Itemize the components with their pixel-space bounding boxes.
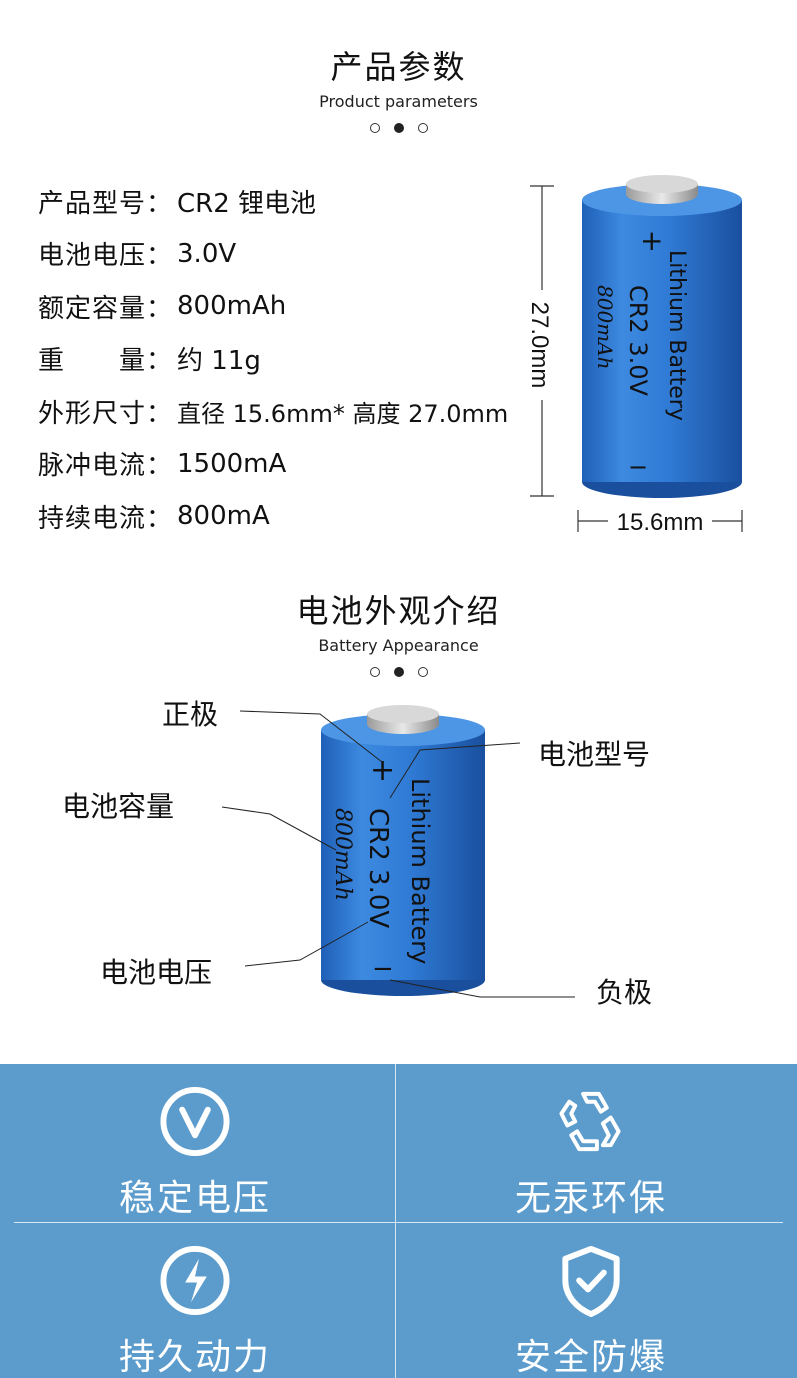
params-title: 产品参数 — [330, 48, 467, 86]
battery-minus-text: − — [628, 453, 648, 481]
battery-brand-text: Lithium Battery — [664, 250, 689, 421]
params-subtitle: Product parameters — [319, 92, 478, 111]
spec-value: 800mA — [177, 501, 270, 532]
spec-row-voltage: 电池电压： 3.0V — [38, 228, 528, 281]
dot — [417, 123, 428, 133]
dot-active — [393, 667, 404, 677]
spec-list: 产品型号： CR2 锂电池 电池电压： 3.0V 额定容量： 800mAh 重 … — [38, 175, 528, 543]
dot-active — [393, 123, 404, 133]
section-dots — [0, 123, 797, 133]
height-dimension: 27.0mm — [526, 302, 553, 389]
battery-dimension-figure: 27.0mm + Lithium Battery CR2 3.0V 800mAh… — [526, 175, 743, 536]
leader-voltage — [244, 921, 369, 967]
battery-plus-text: + — [640, 224, 663, 257]
appearance-subtitle: Battery Appearance — [318, 636, 479, 655]
spec-value: 3.0V — [177, 238, 237, 269]
leader-negative — [389, 979, 575, 998]
battery-model-text: CR2 3.0V — [363, 808, 393, 928]
spec-value: 直径 15.6mm* 高度 27.0mm — [177, 399, 509, 428]
leader-positive — [239, 710, 383, 763]
recycle-icon — [559, 1091, 621, 1152]
callout-negative: 负极 — [596, 976, 653, 1009]
spec-label: 重 量： — [38, 346, 174, 377]
feature-stable-voltage: 稳定电压 — [0, 1064, 390, 1221]
spec-label: 额定容量： — [38, 293, 174, 324]
spec-value: 约 11g — [177, 346, 261, 377]
spec-label: 外形尺寸： — [38, 398, 174, 429]
feature-mercury-free: 无汞环保 — [396, 1064, 786, 1221]
spec-label: 产品型号： — [38, 188, 174, 219]
spec-value: CR2 锂电池 — [177, 188, 317, 219]
feature-label: 持久动力 — [118, 1337, 271, 1378]
callout-positive: 正极 — [162, 698, 219, 731]
feature-divider-vertical — [395, 1064, 396, 1378]
battery-plus-text: + — [370, 753, 395, 788]
callout-voltage: 电池电压 — [100, 956, 213, 989]
spec-value: 800mAh — [177, 291, 287, 322]
spec-row-pulse-current: 脉冲电流： 1500mA — [38, 438, 528, 491]
battery-model-text: CR2 3.0V — [624, 285, 652, 397]
dot — [369, 123, 380, 133]
spec-value: 1500mA — [177, 448, 287, 479]
callout-capacity: 电池容量 — [62, 790, 175, 823]
spec-label: 脉冲电流： — [38, 451, 174, 482]
section-dots — [0, 667, 797, 677]
battery-minus-text: − — [372, 954, 394, 984]
spec-label: 电池电压： — [38, 241, 174, 272]
lightning-circle-icon — [160, 1245, 230, 1316]
spec-row-model: 产品型号： CR2 锂电池 — [38, 175, 528, 228]
battery-capacity-text: 800mAh — [593, 285, 617, 369]
leader-model — [389, 742, 521, 799]
spec-row-capacity: 额定容量： 800mAh — [38, 280, 528, 333]
spec-row-weight: 重 量： 约 11g — [38, 333, 528, 386]
spec-row-continuous-current: 持续电流： 800mA — [38, 490, 528, 543]
spec-label: 持续电流： — [38, 503, 174, 534]
feature-label: 无汞环保 — [514, 1178, 667, 1219]
check-circle-icon — [160, 1086, 230, 1157]
callout-model: 电池型号 — [538, 738, 651, 771]
feature-label: 安全防爆 — [514, 1337, 667, 1378]
shield-check-icon — [562, 1245, 620, 1318]
appearance-section-header: 电池外观介绍 Battery Appearance — [0, 586, 797, 677]
diameter-dimension: 15.6mm — [617, 509, 704, 536]
battery-capacity-text: 800mAh — [330, 808, 355, 901]
feature-divider-horizontal — [14, 1222, 783, 1223]
feature-explosion-proof: 安全防爆 — [396, 1223, 786, 1378]
params-section-header: 产品参数 Product parameters — [0, 42, 797, 133]
battery-appearance-figure: + Lithium Battery CR2 3.0V 800mAh − — [221, 705, 575, 998]
dot — [417, 667, 428, 677]
feature-label: 稳定电压 — [118, 1178, 271, 1219]
appearance-title: 电池外观介绍 — [296, 592, 501, 630]
spec-row-size: 外形尺寸： 直径 15.6mm* 高度 27.0mm — [38, 385, 528, 438]
feature-long-power: 持久动力 — [0, 1223, 390, 1378]
leader-capacity — [221, 806, 337, 851]
battery-brand-text: Lithium Battery — [406, 778, 434, 964]
feature-panel: 稳定电压 无汞环保 持久动力 安全防爆 — [0, 1064, 797, 1378]
dot — [369, 667, 380, 677]
